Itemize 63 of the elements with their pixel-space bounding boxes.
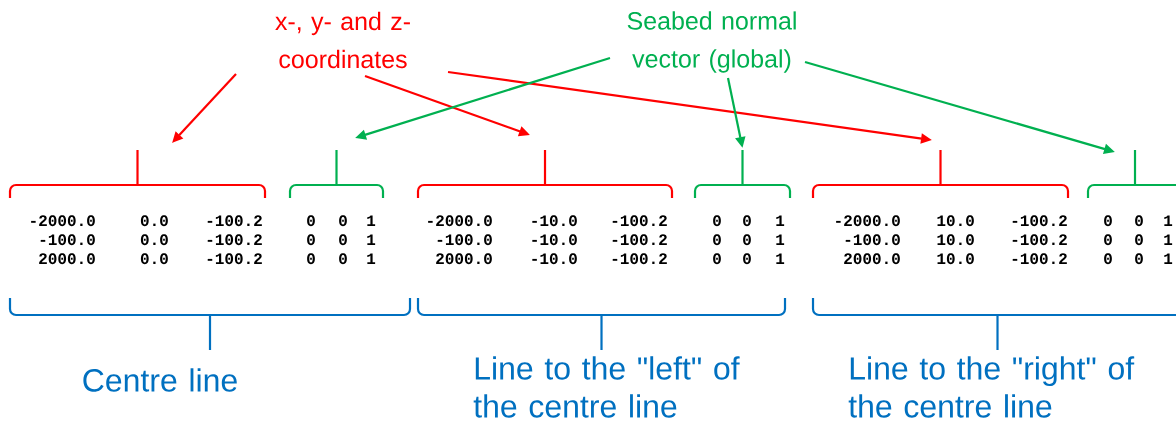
table-cell: -100.2 [1012,215,1067,227]
table-cell: 0 [713,215,721,227]
table-cell: -100.0 [40,234,95,246]
table-cell: 2000.0 [39,253,95,265]
table-cell: -100.2 [1012,253,1067,265]
callout-text: Seabed normal vector (global) [627,11,796,73]
table-cell: 1 [776,215,785,226]
table-cell: 1 [1164,215,1173,226]
table-cell: 0 [743,253,751,265]
caption: Line to the "right" of the centre line [848,356,1135,418]
table-cell: -100.2 [207,234,262,246]
caption: Line to the "left" of the centre line [473,356,740,418]
table-cell: 0 [1104,215,1112,227]
table-cell: 2000.0 [436,253,492,265]
table-cell: -100.0 [845,234,900,246]
table-cell: -10.0 [532,215,577,227]
table-cell: 0 [307,253,315,265]
table-cell: 0 [743,215,751,227]
table-cell: 0 [339,253,347,265]
table-cell: 1 [776,253,785,264]
table-cell: -100.2 [207,215,262,227]
table-cell: -10.0 [532,234,577,246]
table-cell: -100.2 [612,215,667,227]
table-cell: 0.0 [140,215,168,227]
brace [811,148,1070,200]
table-cell: -100.0 [437,234,492,246]
table-cell: 1 [776,234,785,245]
table-cell: 0 [713,234,721,246]
table-cell: 1 [367,215,376,226]
table-cell: 0 [743,234,751,246]
table-cell: 0 [339,215,347,227]
table-cell: -100.2 [612,234,667,246]
brace [1086,148,1176,200]
table-cell: 1 [1164,253,1173,264]
table-cell: 1 [367,253,376,264]
brace [693,148,792,200]
brace [8,148,267,200]
brace [288,148,385,200]
table-cell: -100.2 [612,253,667,265]
table-cell: 0 [1135,215,1143,227]
table-cell: 0 [307,234,315,246]
table-cell: 0 [307,215,315,227]
table-cell: 1 [1164,234,1173,245]
table-cell: -100.2 [1012,234,1067,246]
table-cell: 0 [1135,253,1143,265]
table-cell: 0 [1104,253,1112,265]
table-cell: -10.0 [532,253,577,265]
table-cell: 0 [1135,234,1143,246]
table-cell: -100.2 [207,253,262,265]
caption: Centre line [83,368,237,392]
table-cell: 10.0 [937,253,974,265]
table-cell: 1 [367,234,376,245]
table-cell: 0.0 [140,253,168,265]
table-cell: 0 [339,234,347,246]
table-cell: 10.0 [937,215,974,227]
table-cell: 0 [713,253,721,265]
table-cell: 0 [1104,234,1112,246]
arrow [172,73,237,143]
table-cell: 10.0 [937,234,974,246]
table-cell: 0.0 [140,234,168,246]
table-cell: 2000.0 [844,253,900,265]
callout-text: x-, y- and z-coordinates [275,11,410,69]
brace [416,148,674,200]
